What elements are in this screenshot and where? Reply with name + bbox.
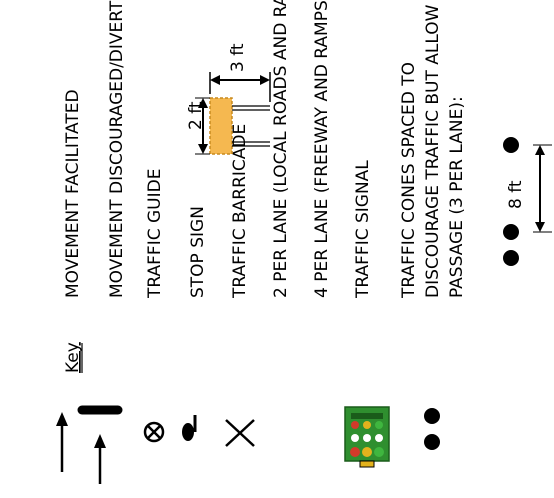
stop-sign-icon [182, 415, 197, 441]
cone-icon [424, 408, 440, 450]
dim-label-2ft: 2 ft [186, 101, 206, 130]
svg-text:Key: Key [63, 342, 83, 373]
key-title: Key [63, 342, 83, 373]
label-stop-sign: STOP SIGN [188, 206, 208, 298]
cones-spacing-detail [503, 137, 552, 266]
label-cones-line3: PASSAGE (3 PER LANE): [447, 96, 467, 298]
arrow-up-icon [56, 412, 68, 472]
dim-label-3ft: 3 ft [228, 43, 248, 72]
label-4-per-lane: 4 PER LANE (FREEWAY AND RAMPS) [312, 0, 332, 298]
label-cones-line2: DISCOURAGE TRAFFIC BUT ALLOW [423, 4, 443, 298]
label-2-per-lane: 2 PER LANE (LOCAL ROADS AND RAMPS) [271, 0, 291, 298]
dim-3ft-arrow [209, 72, 271, 102]
label-traffic-guide: TRAFFIC GUIDE [145, 169, 165, 299]
dim-2ft-arrow [198, 98, 208, 154]
traffic-guide-icon [143, 421, 165, 443]
barricade-x-icon [225, 419, 255, 447]
label-movement-facilitated: MOVEMENT FACILITATED [63, 89, 83, 298]
dim-label-8ft: 8 ft [506, 180, 526, 209]
traffic-signal-icon [344, 406, 390, 468]
label-traffic-signal: TRAFFIC SIGNAL [353, 160, 373, 299]
barricade-detail [195, 97, 270, 155]
label-movement-discouraged: MOVEMENT DISCOURAGED/DIVERTED [107, 0, 127, 298]
label-traffic-barricade: TRAFFIC BARRICADE [230, 124, 250, 299]
blocked-arrow-icon [77, 405, 123, 484]
label-cones-line1: TRAFFIC CONES SPACED TO [399, 62, 419, 299]
